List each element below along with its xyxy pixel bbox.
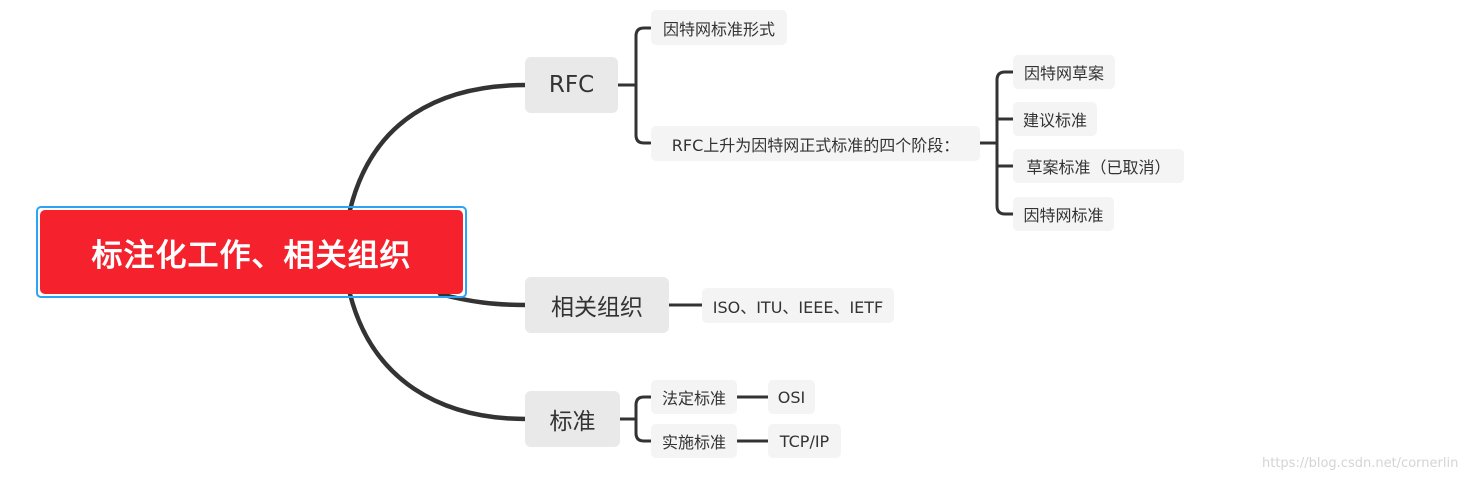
connector-standards-bracket xyxy=(618,395,653,443)
topic-standards[interactable]: 标准 xyxy=(525,391,620,447)
stage-draft-standard[interactable]: 草案标准（已取消） xyxy=(1013,149,1184,183)
topic-rfc[interactable]: RFC xyxy=(525,57,618,113)
root-node-selection-outline xyxy=(36,206,467,298)
subtopic-internet-standard-form[interactable]: 因特网标准形式 xyxy=(651,10,787,45)
root-topic[interactable]: 标注化工作、相关组织 xyxy=(40,210,463,294)
watermark-text: https://blog.csdn.net/cornerlin xyxy=(1262,456,1459,471)
stage-internet-standard[interactable]: 因特网标准 xyxy=(1013,197,1114,231)
connector-root-rfc xyxy=(347,82,529,213)
stage-proposed-standard[interactable]: 建议标准 xyxy=(1013,102,1097,136)
subtopic-rfc-four-stages[interactable]: RFC上升为因特网正式标准的四个阶段： xyxy=(651,126,980,161)
subtopic-de-jure-standard[interactable]: 法定标准 xyxy=(651,380,737,414)
subtopic-organizations-list[interactable]: ISO、ITU、IEEE、IETF xyxy=(702,288,894,323)
connector-stages-bracket xyxy=(978,70,1015,216)
stage-internet-draft[interactable]: 因特网草案 xyxy=(1013,55,1115,89)
connector-rfc-bracket xyxy=(616,26,652,145)
subtopic-de-facto-standard[interactable]: 实施标准 xyxy=(651,424,737,458)
topic-related-organizations[interactable]: 相关组织 xyxy=(525,277,669,333)
example-osi[interactable]: OSI xyxy=(768,380,815,414)
connector-root-standards xyxy=(347,291,529,422)
example-tcp-ip[interactable]: TCP/IP xyxy=(768,424,841,458)
